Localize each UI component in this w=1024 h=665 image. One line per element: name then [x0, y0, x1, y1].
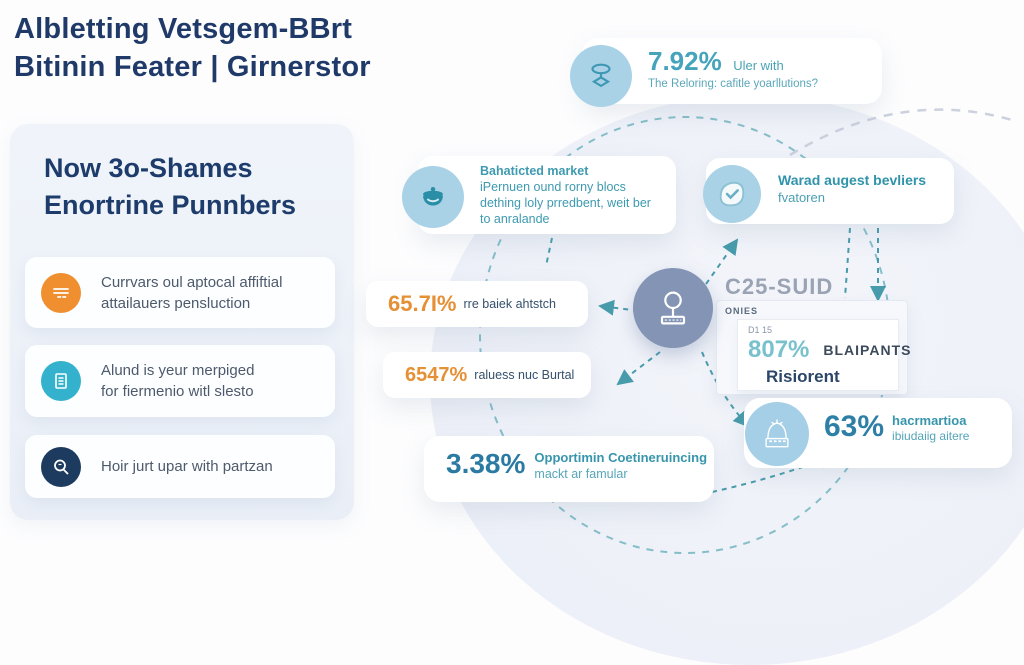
list-item-line1: Hoir jurt upar with partzan — [101, 458, 273, 475]
market-line4: to anralande — [480, 212, 550, 226]
stat1-value: 65.7I% — [388, 291, 457, 316]
list-item-line2: for fiermenio witl slesto — [101, 383, 254, 400]
beliefs-line1: Warad augest bevliers — [778, 172, 927, 188]
list-item-line1: Alund is yeur merpiged — [101, 362, 255, 379]
list-item-text: Currvars oul aptocal affiftial attailaue… — [101, 272, 282, 314]
spinner-3d-icon — [570, 45, 632, 107]
opportunity-line1: Opportimin Coetineruincing — [534, 450, 708, 465]
stat-card-1: 65.7I% rre baiek ahtstch — [366, 281, 588, 327]
top-stat-value: 7.92% — [648, 46, 722, 76]
pin-stand-icon — [660, 291, 686, 325]
market-line1: Bahaticted market — [480, 164, 589, 178]
stat2-label: raluess nuc Burtal — [474, 368, 575, 382]
list-item-text: Hoir jurt upar with partzan — [101, 456, 273, 477]
opportunity-card: 3.38% Opportimin Coetineruincing mackt a… — [424, 436, 714, 502]
list-item-text: Alund is yeur merpiged for fiermenio wit… — [101, 360, 254, 402]
check-leaf-icon — [703, 165, 761, 223]
csuid-sublabel: D1 15 — [748, 325, 773, 335]
csuid-heading: C25-SUID — [725, 274, 834, 299]
top-stat-subtext: The Reloring: cafitle yoarllutions? — [648, 78, 819, 90]
stat-card-2: 6547% raluess nuc Burtal — [383, 352, 591, 398]
building-value: 63% — [824, 410, 885, 443]
csuid-inner-box: D1 15 807% BLAIPANTS Risiorent — [737, 319, 910, 391]
csuid-value: 807% — [748, 336, 810, 363]
list-item-line1: Currvars oul aptocal affiftial — [101, 273, 283, 291]
list-item-alund: Alund is yeur merpiged for fiermenio wit… — [25, 345, 335, 417]
csuid-panel: ONIES D1 15 807% BLAIPANTS Risiorent — [716, 300, 910, 395]
top-stat-card: 7.92% Uler with The Reloring: cafitle yo… — [582, 38, 882, 104]
page-title-line2: Bitinin Feater | Girnerstor — [14, 51, 371, 83]
building-line1: hacrmartioa — [892, 413, 967, 428]
center-hub-node — [633, 268, 713, 348]
building-line2: ibiudaiig aitere — [892, 429, 970, 443]
dome-building-icon — [745, 402, 809, 466]
pot-icon — [402, 166, 464, 228]
search-icon — [41, 446, 81, 487]
page-title-line1: Albletting Vetsgem-BBrt — [14, 13, 353, 45]
stat2-value: 6547% — [405, 363, 468, 386]
stat1-label: rre baiek ahtstch — [463, 297, 556, 311]
csuid-footer: Risiorent — [766, 367, 840, 386]
opportunity-value: 3.38% — [446, 448, 526, 479]
page-title: Albletting Vetsgem-BBrt Bitinin Feater |… — [14, 10, 371, 86]
opportunity-line2: mackt ar famular — [534, 467, 628, 481]
sidebar-heading: Now 3o-Shames Enortrine Punnbers — [44, 150, 296, 224]
csuid-value-label: BLAIPANTS — [823, 342, 912, 358]
cart-icon — [41, 272, 81, 313]
sidebar-panel: Now 3o-Shames Enortrine Punnbers Currvar… — [10, 124, 354, 520]
csuid-tag: ONIES — [725, 306, 759, 316]
market-line2: iPernuen ound rorny blocs — [480, 180, 626, 194]
document-icon — [41, 361, 81, 401]
top-stat-label: Uler with — [733, 58, 784, 73]
list-item-line2: attailauers pensluction — [101, 294, 251, 312]
list-item-hoir: Hoir jurt upar with partzan — [25, 435, 335, 498]
sidebar-heading-line1: Now 3o-Shames — [44, 153, 253, 183]
beliefs-line2: fvatoren — [778, 190, 825, 205]
sidebar-heading-line2: Enortrine Punnbers — [44, 190, 297, 220]
market-line3: dething loly prredbent, weit ber — [480, 196, 651, 210]
list-item-curvars: Currvars oul aptocal affiftial attailaue… — [25, 257, 335, 328]
